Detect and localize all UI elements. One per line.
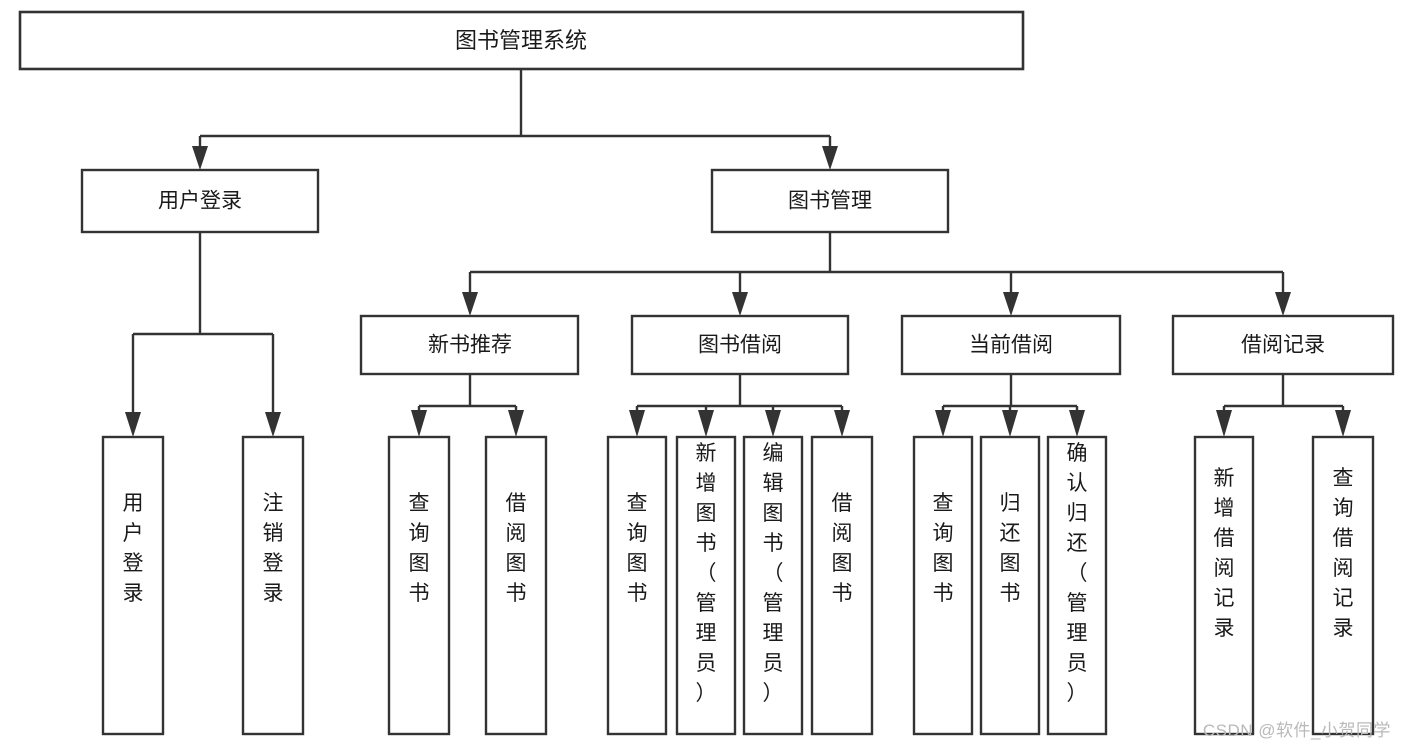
leaf-query-borrow-record-label: 查询借阅记录	[1333, 467, 1354, 640]
leaf-query-book-current-label: 查询图书	[933, 492, 954, 605]
arrow-head-leaf-query-book-b	[629, 410, 645, 437]
node-user-login-box[interactable]	[80, 168, 320, 234]
leaf-confirm-return-admin[interactable]: 确认归还（管理员）	[1046, 435, 1108, 736]
leaf-query-book-borrow[interactable]: 查询图书	[606, 435, 668, 736]
arrow-head-borrow-record	[1275, 292, 1291, 316]
node-root-system-label: 图书管理系统	[455, 28, 587, 53]
leaf-confirm-return-admin-box[interactable]	[1046, 435, 1108, 736]
leaf-user-login-label: 用户登录	[123, 492, 144, 605]
leaf-user-login-box[interactable]	[101, 435, 165, 736]
arrow-head-book-borrow	[732, 292, 748, 316]
leaf-return-book[interactable]: 归还图书	[979, 435, 1041, 736]
node-book-borrow[interactable]: 图书借阅	[630, 314, 850, 376]
node-book-borrow-box[interactable]	[630, 314, 850, 376]
leaf-logout-login-box[interactable]	[241, 435, 305, 736]
leaf-add-borrow-record-box[interactable]	[1193, 435, 1255, 736]
node-user-login-label: 用户登录	[158, 190, 242, 213]
leaf-user-login[interactable]: 用户登录	[101, 435, 165, 736]
node-root-system[interactable]: 图书管理系统	[18, 10, 1025, 71]
node-borrow-record-label: 借阅记录	[1241, 334, 1325, 357]
node-new-book-recommend-label: 新书推荐	[428, 334, 512, 357]
node-book-borrow-label: 图书借阅	[698, 334, 782, 357]
arrow-head-leaf-edit-book	[765, 410, 781, 437]
arrow-head-leaf-borrow-book-b	[834, 410, 850, 437]
leaf-borrow-book-borrow[interactable]: 借阅图书	[810, 435, 874, 736]
leaf-edit-book-admin-label: 编辑图书（管理员）	[763, 442, 784, 705]
leaf-confirm-return-admin-label: 确认归还（管理员）	[1067, 442, 1088, 705]
leaf-query-book-rec-box[interactable]	[387, 435, 451, 736]
leaf-return-book-label: 归还图书	[1000, 492, 1021, 605]
node-current-borrow-label: 当前借阅	[969, 334, 1053, 357]
leaf-query-book-current-box[interactable]	[912, 435, 974, 736]
leaf-logout-login-label: 注销登录	[263, 492, 284, 605]
arrow-head-user-login	[192, 146, 208, 170]
leaf-add-book-admin-box[interactable]	[675, 435, 737, 736]
node-borrow-record[interactable]: 借阅记录	[1171, 314, 1395, 376]
node-book-management-box[interactable]	[710, 168, 950, 234]
arrow-head-leaf-logout-login	[265, 412, 281, 437]
node-book-management-label: 图书管理	[788, 190, 872, 213]
leaf-add-book-admin[interactable]: 新增图书（管理员）	[675, 435, 737, 736]
leaf-borrow-book-borrow-box[interactable]	[810, 435, 874, 736]
node-user-login[interactable]: 用户登录	[80, 168, 320, 234]
edge-layer	[125, 69, 1351, 437]
arrow-head-book-mgmt	[822, 146, 838, 170]
leaf-query-book-rec-label: 查询图书	[409, 492, 430, 605]
leaf-borrow-book-rec-box[interactable]	[484, 435, 548, 736]
leaf-add-borrow-record[interactable]: 新增借阅记录	[1193, 435, 1255, 736]
node-current-borrow-box[interactable]	[900, 314, 1122, 376]
arrow-head-leaf-query-book-a	[411, 410, 427, 437]
leaf-query-borrow-record[interactable]: 查询借阅记录	[1311, 435, 1375, 736]
arrow-head-leaf-add-record	[1216, 410, 1232, 437]
leaf-borrow-book-borrow-label: 借阅图书	[832, 492, 853, 605]
arrow-head-leaf-return-book	[1002, 410, 1018, 437]
node-current-borrow[interactable]: 当前借阅	[900, 314, 1122, 376]
arrow-head-leaf-query-record	[1335, 410, 1351, 437]
leaf-add-book-admin-label: 新增图书（管理员）	[696, 442, 717, 705]
leaf-edit-book-admin-box[interactable]	[742, 435, 804, 736]
arrow-head-leaf-query-book-c	[935, 410, 951, 437]
leaf-borrow-book-rec-label: 借阅图书	[506, 492, 527, 605]
leaf-query-book-rec[interactable]: 查询图书	[387, 435, 451, 736]
leaf-layer: 用户登录 注销登录 查询图书 借阅图书 查询图书 新增图书（管理员）	[101, 435, 1375, 736]
leaf-return-book-box[interactable]	[979, 435, 1041, 736]
arrow-head-current-borrow	[1003, 292, 1019, 316]
arrow-head-leaf-borrow-book-a	[508, 410, 524, 437]
node-book-management[interactable]: 图书管理	[710, 168, 950, 234]
node-root-system-box[interactable]	[18, 10, 1025, 71]
arrow-head-leaf-user-login	[125, 412, 141, 437]
node-new-book-recommend[interactable]: 新书推荐	[359, 314, 580, 376]
leaf-query-borrow-record-box[interactable]	[1311, 435, 1375, 736]
leaf-query-book-borrow-box[interactable]	[606, 435, 668, 736]
arrow-head-leaf-add-book	[698, 410, 714, 437]
node-borrow-record-box[interactable]	[1171, 314, 1395, 376]
leaf-edit-book-admin[interactable]: 编辑图书（管理员）	[742, 435, 804, 736]
leaf-borrow-book-rec[interactable]: 借阅图书	[484, 435, 548, 736]
arrow-head-new-book-rec	[462, 292, 478, 316]
leaf-query-book-current[interactable]: 查询图书	[912, 435, 974, 736]
leaf-add-borrow-record-label: 新增借阅记录	[1214, 467, 1235, 640]
node-new-book-recommend-box[interactable]	[359, 314, 580, 376]
arrow-head-leaf-confirm-return	[1069, 410, 1085, 437]
leaf-logout-login[interactable]: 注销登录	[241, 435, 305, 736]
leaf-query-book-borrow-label: 查询图书	[627, 492, 648, 605]
